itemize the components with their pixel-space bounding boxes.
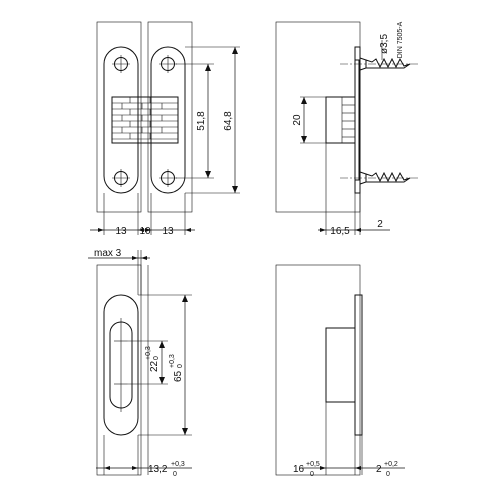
dim-13-2-tol-up: +0,3	[171, 461, 185, 468]
dim-bottom-front	[90, 228, 195, 232]
left-hinge-leaf	[103, 46, 139, 194]
dim-13-right-label: 13	[162, 226, 174, 237]
dim-65	[138, 294, 192, 436]
dim-16-tol-up: +0,5	[306, 461, 320, 468]
dim-20-label: 20	[292, 114, 303, 126]
dim-16-5-label: 16,5	[330, 226, 350, 237]
dim-bottom-side	[318, 143, 390, 235]
dim-16-tol-low: 0	[310, 471, 314, 478]
dim-64-8-label: 64,8	[223, 111, 234, 131]
cutout-outer	[103, 294, 139, 436]
dim-64-8	[232, 47, 238, 193]
cutout-section-view: 16 +0,5 0 2 +0,2 0	[275, 264, 405, 478]
dim-max3-label: max 3	[94, 248, 122, 259]
cutout-front-view: max 3 22 +0,3 0 65 +0,3 0	[88, 248, 192, 478]
door-panel-outline	[275, 21, 361, 213]
screw-diameter-label: ø3,5	[379, 34, 390, 54]
dim-2-top-label: 2	[377, 219, 383, 230]
dim-22-tol-low: 0	[153, 356, 160, 360]
hinge-knuckle	[111, 96, 179, 144]
dim-13-2	[96, 435, 192, 475]
dim-22-tol-up: +0,3	[145, 346, 152, 360]
dim-22-label: 22	[149, 360, 160, 372]
front-view: 51,8 64,8 13 10 13	[90, 21, 240, 237]
hinge-body	[325, 59, 360, 181]
screw-bottom	[359, 171, 411, 185]
screw-top	[359, 57, 411, 71]
knuckle-segments	[112, 97, 178, 140]
right-hinge-leaf	[150, 46, 186, 194]
screw-holes	[112, 55, 177, 187]
dim-2-tol-up: +0,2	[384, 461, 398, 468]
dim-20	[300, 96, 326, 144]
dim-max3	[88, 250, 150, 295]
dim-bottom-section	[300, 402, 405, 475]
dim-51-8-label: 51,8	[196, 111, 207, 131]
dim-10-label: 10	[139, 226, 151, 237]
left-panel-outline	[96, 21, 142, 213]
dim-65-label: 65	[173, 370, 184, 382]
dim-13-2-label: 13,2	[148, 464, 168, 475]
dim-51-8	[205, 64, 211, 178]
dim-65-tol-up: +0,3	[169, 354, 176, 368]
dim-13-2-tol-low: 0	[173, 471, 177, 478]
dim-65-tol-low: 0	[177, 364, 184, 368]
dim-16-label: 16	[293, 464, 305, 475]
side-section-view: 20 ø3,5 DIN 7505-A 16,5 2	[275, 21, 420, 237]
right-panel-outline	[147, 21, 193, 213]
dim-22	[128, 340, 168, 385]
din-standard-label: DIN 7505-A	[397, 21, 404, 58]
dim-13-left-label: 13	[115, 226, 127, 237]
cutout-section-panel	[275, 264, 361, 476]
dim-2-tol-low: 0	[386, 471, 390, 478]
cutout-section-body	[325, 294, 363, 436]
cutout-panel-outline	[96, 264, 142, 476]
dim-2-bottom-label: 2	[376, 464, 382, 475]
